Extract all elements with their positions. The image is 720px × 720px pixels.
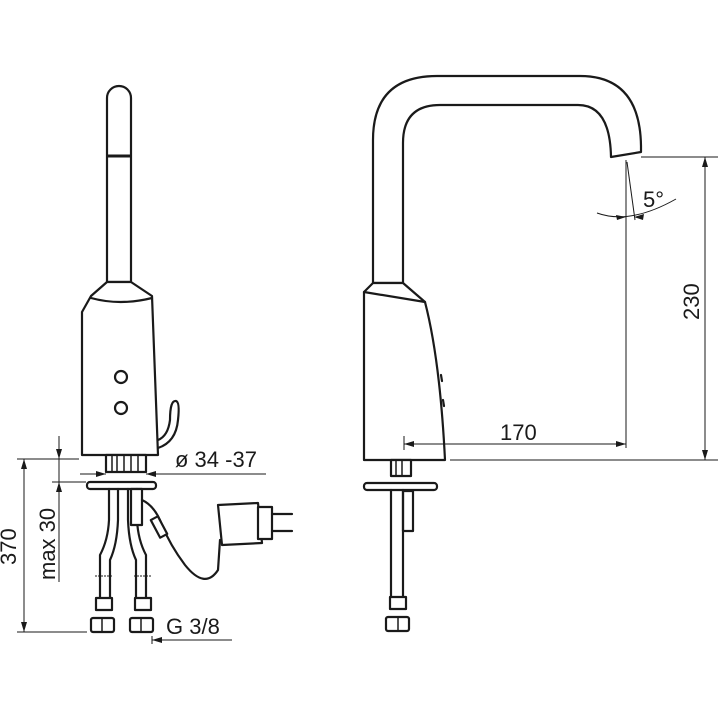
side-shank	[389, 458, 413, 478]
power-adapter-neck	[256, 505, 274, 541]
hose-left	[98, 487, 111, 608]
front-body-cap-line	[89, 296, 154, 304]
dim-spout-angle: 5°	[643, 187, 664, 212]
power-adapter	[216, 501, 264, 547]
cable-connector	[149, 515, 169, 539]
front-base-plate	[85, 480, 158, 491]
side-view	[362, 74, 643, 633]
side-cable-sleeve	[401, 489, 415, 533]
sensor-eye-lower	[113, 400, 129, 416]
dim-connection-thread: G 3/8	[166, 614, 220, 639]
side-dimensions: 170 230 5°	[403, 156, 718, 461]
side-body	[362, 281, 447, 462]
front-dimensions: 370 max 30 ø 34 -37 G 3/8	[0, 436, 266, 644]
hose-right-fitting	[133, 596, 153, 612]
dim-overall-height: 370	[0, 528, 21, 565]
side-spout	[371, 74, 643, 285]
front-lever	[156, 399, 180, 450]
front-view	[80, 84, 294, 634]
dim-deck-thickness: max 30	[35, 508, 60, 580]
dim-spout-height: 230	[679, 283, 704, 320]
side-base-plate	[362, 481, 439, 492]
dim-spout-reach: 170	[500, 420, 537, 445]
hose-right	[126, 487, 138, 608]
side-hose-fitting	[388, 595, 408, 611]
sensor-cable-sleeve	[129, 487, 144, 527]
power-cable	[140, 498, 222, 580]
front-body	[80, 280, 160, 457]
hose-left-fitting	[94, 596, 114, 612]
sensor-eye-upper	[113, 369, 129, 385]
dim-hole-diameter: ø 34 -37	[175, 447, 257, 472]
side-body-cap-line	[362, 290, 427, 304]
front-shank	[104, 453, 148, 474]
front-spout-tube	[105, 84, 133, 284]
